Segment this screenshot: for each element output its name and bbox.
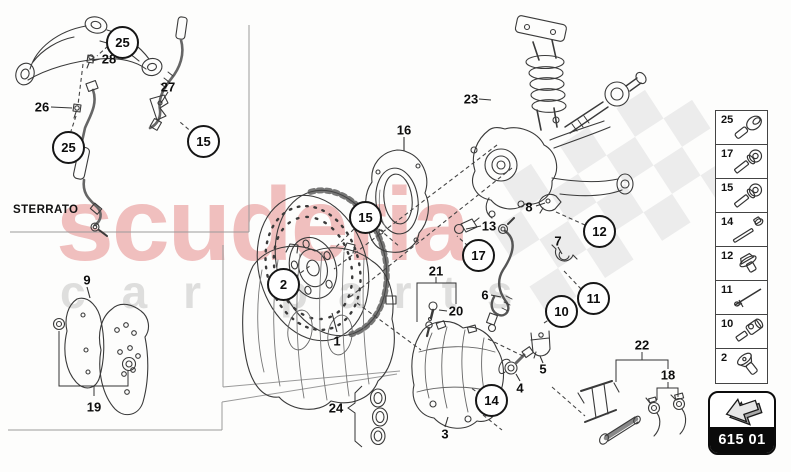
pad-sensor-drawing xyxy=(498,346,534,375)
section-nav-box[interactable]: 615 01 xyxy=(708,391,776,455)
brake-pads-drawing xyxy=(52,297,150,416)
callout-label-5: 5 xyxy=(539,361,547,377)
brake-hose-left-drawing xyxy=(72,79,108,237)
bracket-8-drawing xyxy=(538,193,562,214)
callout-circle-10[interactable]: 10 xyxy=(545,295,578,328)
caliper-rear-drawing xyxy=(242,242,397,410)
callout-label-22: 22 xyxy=(634,337,650,353)
callout-label-4: 4 xyxy=(516,380,524,396)
legend-item-number: 12 xyxy=(721,250,734,262)
callout-label-1: 1 xyxy=(333,333,341,349)
callout-circle-12[interactable]: 12 xyxy=(583,215,616,248)
legend-item-number: 17 xyxy=(721,148,734,160)
callout-label-18: 18 xyxy=(660,367,676,383)
callout-circle-25[interactable]: 25 xyxy=(52,131,85,164)
callout-label-19: 19 xyxy=(86,399,102,415)
legend-item-11[interactable]: 11 xyxy=(716,281,767,315)
long-bolt-icon xyxy=(731,214,767,244)
legend-item-number: 14 xyxy=(721,216,734,228)
back-arrow-icon xyxy=(710,393,774,426)
socket-head-bolt-icon xyxy=(731,316,767,346)
leader-lines-solid xyxy=(50,58,563,428)
rivet-pin-icon xyxy=(731,282,767,312)
section-borders xyxy=(8,25,401,431)
bracket-5-drawing xyxy=(530,330,551,359)
knuckle-strut-drawing xyxy=(470,15,647,219)
variant-label: STERRATO xyxy=(13,204,79,216)
legend-item-number: 15 xyxy=(721,182,734,194)
callout-label-9: 9 xyxy=(83,272,91,288)
callout-label-7: 7 xyxy=(554,233,562,249)
legend-item-number: 25 xyxy=(721,114,734,126)
callout-label-23: 23 xyxy=(463,91,479,107)
fastener-legend: 25 17 15 14 12 11 10 2 xyxy=(715,110,768,384)
brake-hose-right-drawing xyxy=(148,16,188,131)
legend-item-25[interactable]: 25 xyxy=(716,111,767,145)
seal-rings-drawing xyxy=(369,388,389,446)
pan-head-screw-icon xyxy=(731,112,767,142)
spring-clips-drawing xyxy=(645,392,687,437)
bleed-screws-drawing xyxy=(425,301,438,338)
button-head-bolt-icon xyxy=(731,146,767,176)
callout-label-21: 21 xyxy=(428,263,444,279)
caliper-front-drawing xyxy=(411,320,505,429)
pad-retainer-kit-drawing xyxy=(577,380,641,445)
button-head-bolt-icon xyxy=(731,180,767,210)
callout-label-24: 24 xyxy=(328,400,344,416)
legend-item-17[interactable]: 17 xyxy=(716,145,767,179)
callout-circle-15[interactable]: 15 xyxy=(349,201,382,234)
callout-label-27: 27 xyxy=(160,79,176,95)
brake-hose-6-drawing xyxy=(485,217,515,333)
page-code: 615 01 xyxy=(710,427,774,453)
clip-7-drawing xyxy=(551,244,578,262)
callout-label-20: 20 xyxy=(448,303,464,319)
legend-item-15[interactable]: 15 xyxy=(716,179,767,213)
callout-label-16: 16 xyxy=(396,122,412,138)
callout-circle-2[interactable]: 2 xyxy=(267,268,300,301)
legend-item-10[interactable]: 10 xyxy=(716,315,767,349)
legend-item-2[interactable]: 2 xyxy=(716,349,767,383)
flange-bolt-icon xyxy=(731,248,767,278)
callout-circle-25[interactable]: 25 xyxy=(106,26,139,59)
brand-watermark: scuderia car parts xyxy=(56,167,542,318)
group-brackets xyxy=(58,277,679,448)
callout-label-26: 26 xyxy=(34,99,50,115)
leader-lines-dashed xyxy=(70,45,586,431)
callout-circle-11[interactable]: 11 xyxy=(577,282,610,315)
callout-label-6: 6 xyxy=(481,287,489,303)
callout-circle-17[interactable]: 17 xyxy=(462,239,495,272)
splash-shield-drawing xyxy=(365,149,429,253)
callout-circle-15[interactable]: 15 xyxy=(187,125,220,158)
legend-item-14[interactable]: 14 xyxy=(716,213,767,247)
callout-circle-14[interactable]: 14 xyxy=(475,384,508,417)
legend-item-12[interactable]: 12 xyxy=(716,247,767,281)
legend-item-number: 10 xyxy=(721,318,734,330)
watermark-brand-text: scuderia xyxy=(56,167,471,283)
callout-label-3: 3 xyxy=(441,426,449,442)
callout-label-8: 8 xyxy=(525,199,533,215)
legend-item-number: 2 xyxy=(721,352,728,364)
watermark-word-car: car xyxy=(60,266,237,318)
callout-label-13: 13 xyxy=(481,218,497,234)
countersunk-screw-icon xyxy=(731,350,767,380)
legend-item-number: 11 xyxy=(721,284,733,296)
watermark-word-parts: parts xyxy=(280,266,542,318)
